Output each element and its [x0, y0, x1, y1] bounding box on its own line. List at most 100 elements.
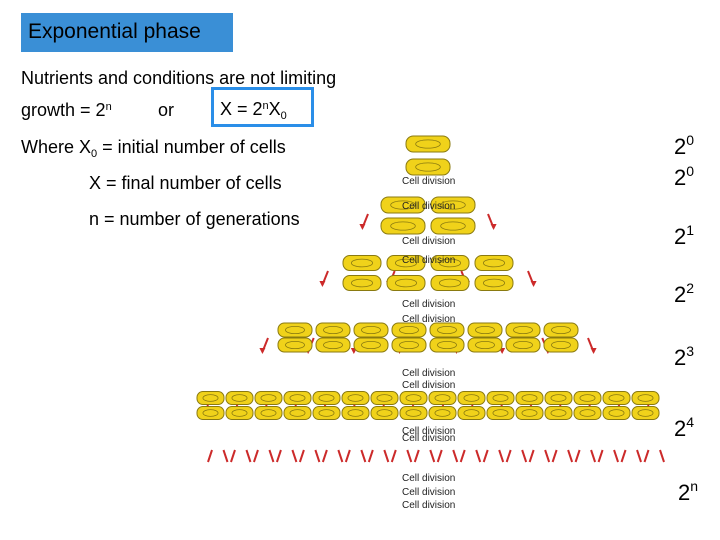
- power-label-5: 23: [674, 343, 695, 370]
- bacterium-cell: [196, 391, 225, 405]
- bacterium-cell: [573, 391, 602, 405]
- where-definition: Where X0 = initial number of cells: [21, 137, 286, 160]
- slide-title: Exponential phase: [28, 20, 201, 43]
- or-word: or: [158, 100, 175, 120]
- bacterium-cell: [474, 275, 514, 291]
- growth-label: growth = 2: [21, 100, 106, 120]
- cell-division-label: Cell division: [402, 380, 455, 391]
- cell-division-label: Cell division: [402, 368, 455, 379]
- cell-nucleoid: [482, 278, 506, 288]
- division-arrowhead: [259, 348, 266, 354]
- bacterium-cell: [380, 217, 426, 235]
- bacterium-cell: [342, 275, 382, 291]
- bacterium-cell: [225, 391, 254, 405]
- growth-formula: growth = 2n: [21, 100, 112, 121]
- bacterium-cell: [370, 391, 399, 405]
- cell-nucleoid: [513, 340, 533, 350]
- power-label-2: 20: [674, 163, 695, 190]
- bacterium-cell: [515, 391, 544, 405]
- bacterium-cell: [486, 391, 515, 405]
- cell-nucleoid: [260, 409, 277, 417]
- division-arrow: [245, 449, 252, 463]
- cell-nucleoid: [323, 325, 343, 335]
- bacterium-cell: [631, 406, 660, 420]
- division-arrow: [498, 449, 505, 463]
- cell-nucleoid: [415, 162, 441, 172]
- cell-nucleoid: [637, 394, 654, 402]
- n-definition: n = number of generations: [89, 209, 300, 229]
- bacterium-cell: [457, 406, 486, 420]
- x-eq-label: X = 2: [220, 99, 263, 119]
- division-arrow: [636, 449, 642, 463]
- division-arrow: [230, 449, 236, 463]
- cell-nucleoid: [521, 394, 538, 402]
- cell-nucleoid: [390, 200, 416, 210]
- bacterium-cell: [467, 322, 503, 338]
- power-label-4: 22: [674, 280, 695, 307]
- cell-nucleoid: [440, 200, 466, 210]
- bacterium-cell: [315, 337, 351, 353]
- cell-nucleoid: [437, 325, 457, 335]
- division-arrow: [459, 449, 466, 463]
- division-arrow: [298, 449, 305, 463]
- cell-nucleoid: [579, 394, 596, 402]
- cell-nucleoid: [405, 394, 422, 402]
- division-arrow: [406, 449, 413, 463]
- division-arrow: [321, 449, 328, 463]
- bacterium-cell: [430, 275, 470, 291]
- cell-nucleoid: [231, 409, 248, 417]
- division-arrow: [253, 449, 259, 463]
- cell-nucleoid: [437, 340, 457, 350]
- bacterium-cell: [353, 337, 389, 353]
- cell-nucleoid: [350, 278, 374, 288]
- cell-nucleoid: [399, 325, 419, 335]
- division-arrow: [429, 449, 436, 463]
- bacterium-cell: [312, 391, 341, 405]
- bacterium-cell: [505, 322, 541, 338]
- cell-nucleoid: [394, 258, 418, 268]
- bacterium-cell: [399, 391, 428, 405]
- division-arrow: [436, 449, 443, 463]
- bacterium-cell: [544, 406, 573, 420]
- division-arrow: [574, 449, 581, 463]
- cell-nucleoid: [347, 394, 364, 402]
- division-arrow: [544, 449, 551, 463]
- division-arrow: [643, 449, 650, 463]
- division-arrow: [291, 449, 298, 463]
- bacterium-cell: [342, 255, 382, 271]
- bacterium-cell: [430, 217, 476, 235]
- cell-nucleoid: [361, 340, 381, 350]
- bacterium-cell: [428, 391, 457, 405]
- cell-nucleoid: [434, 409, 451, 417]
- cell-nucleoid: [438, 278, 462, 288]
- x-final-definition: X = final number of cells: [89, 173, 282, 193]
- bacterium-cell: [405, 135, 451, 153]
- division-arrow: [613, 449, 619, 463]
- division-arrow: [360, 449, 367, 463]
- bacterium-cell: [386, 255, 426, 271]
- x-formula: X = 2nX0: [220, 99, 287, 122]
- bacterium-cell: [429, 337, 465, 353]
- cell-nucleoid: [394, 278, 418, 288]
- bacterium-cell: [573, 406, 602, 420]
- cell-nucleoid: [323, 340, 343, 350]
- cell-nucleoid: [608, 394, 625, 402]
- cell-division-label: Cell division: [402, 500, 455, 511]
- bacterium-cell: [353, 322, 389, 338]
- cell-nucleoid: [438, 258, 462, 268]
- division-arrowhead: [319, 281, 326, 287]
- title-box: [21, 13, 233, 52]
- cell-division-label: Cell division: [402, 299, 455, 310]
- division-arrow: [452, 449, 459, 463]
- formula-highlight-box: [211, 87, 314, 127]
- bacterium-cell: [370, 406, 399, 420]
- cell-nucleoid: [318, 394, 335, 402]
- bacterium-cell: [196, 406, 225, 420]
- cell-division-label: Cell division: [402, 426, 455, 437]
- cell-division-label: Cell division: [402, 487, 455, 498]
- cell-division-label: Cell division: [402, 314, 455, 325]
- bacterium-cell: [391, 337, 427, 353]
- cell-nucleoid: [361, 325, 381, 335]
- bacterium-cell: [515, 406, 544, 420]
